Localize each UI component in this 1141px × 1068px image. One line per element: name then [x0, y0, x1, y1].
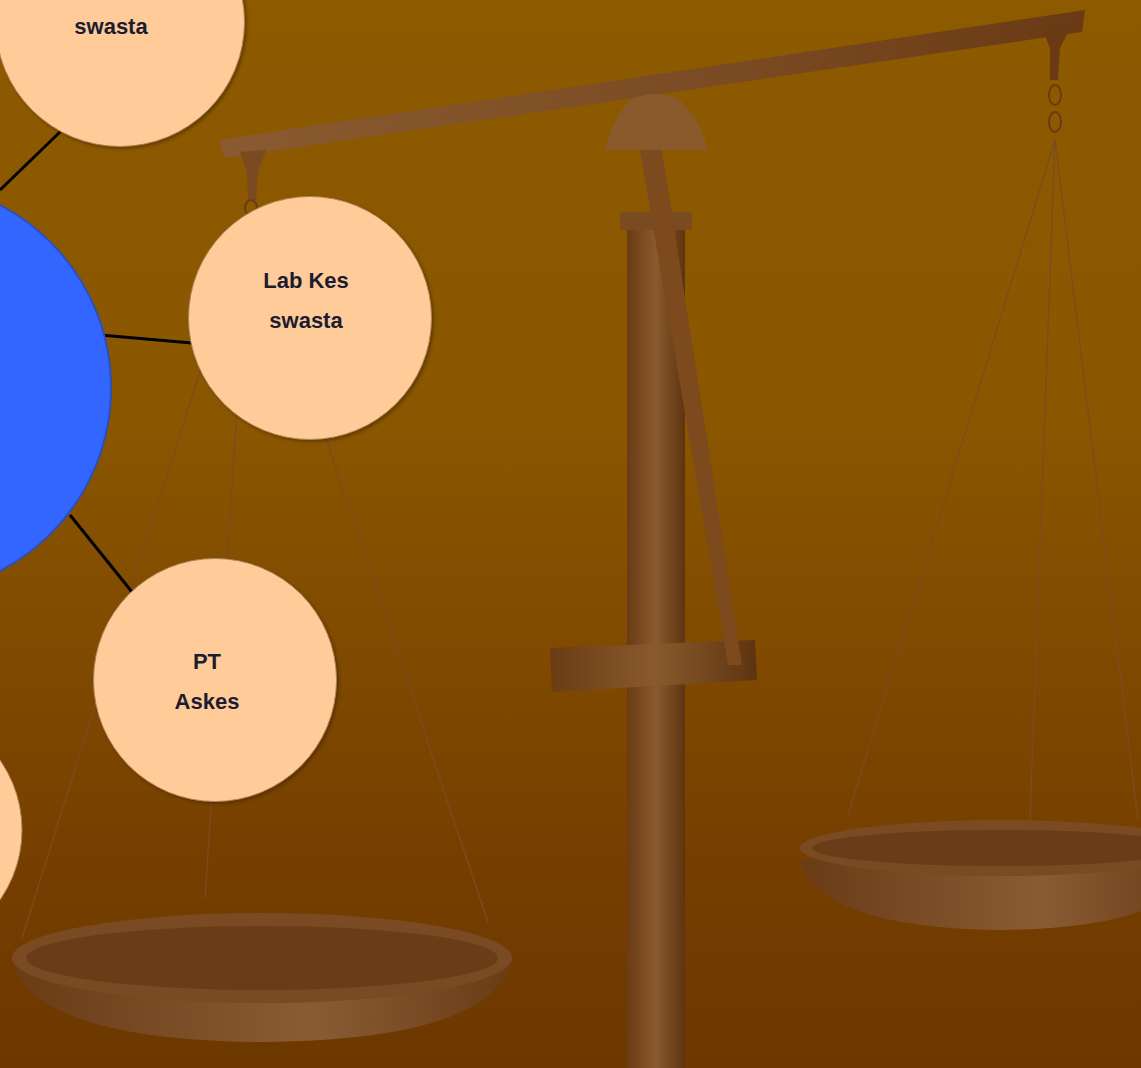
- pan-strings: [22, 140, 1138, 938]
- right-pan-inside: [812, 830, 1141, 866]
- node-label: swasta: [31, 7, 191, 47]
- hanger-ring: [1049, 85, 1061, 105]
- scale-beam: [218, 10, 1085, 158]
- right-pan-rim: [800, 820, 1141, 876]
- circle-node: Lab Kes swasta: [188, 196, 432, 440]
- node-label: PT Askes: [162, 642, 252, 722]
- left-hanger: [240, 150, 266, 200]
- hanger-ring: [1049, 112, 1061, 132]
- circle-node: PT Askes: [93, 558, 337, 802]
- right-hanger: [1042, 24, 1072, 80]
- node-label: Lab Kes swasta: [241, 261, 371, 341]
- scale-pivot: [605, 94, 708, 150]
- scale-pointer: [640, 150, 742, 665]
- left-pan-inside: [26, 926, 498, 990]
- circle-node: swasta: [0, 0, 245, 147]
- partial-circle: [0, 708, 22, 952]
- central-circle: [0, 182, 111, 594]
- left-pan-rim: [12, 913, 512, 1003]
